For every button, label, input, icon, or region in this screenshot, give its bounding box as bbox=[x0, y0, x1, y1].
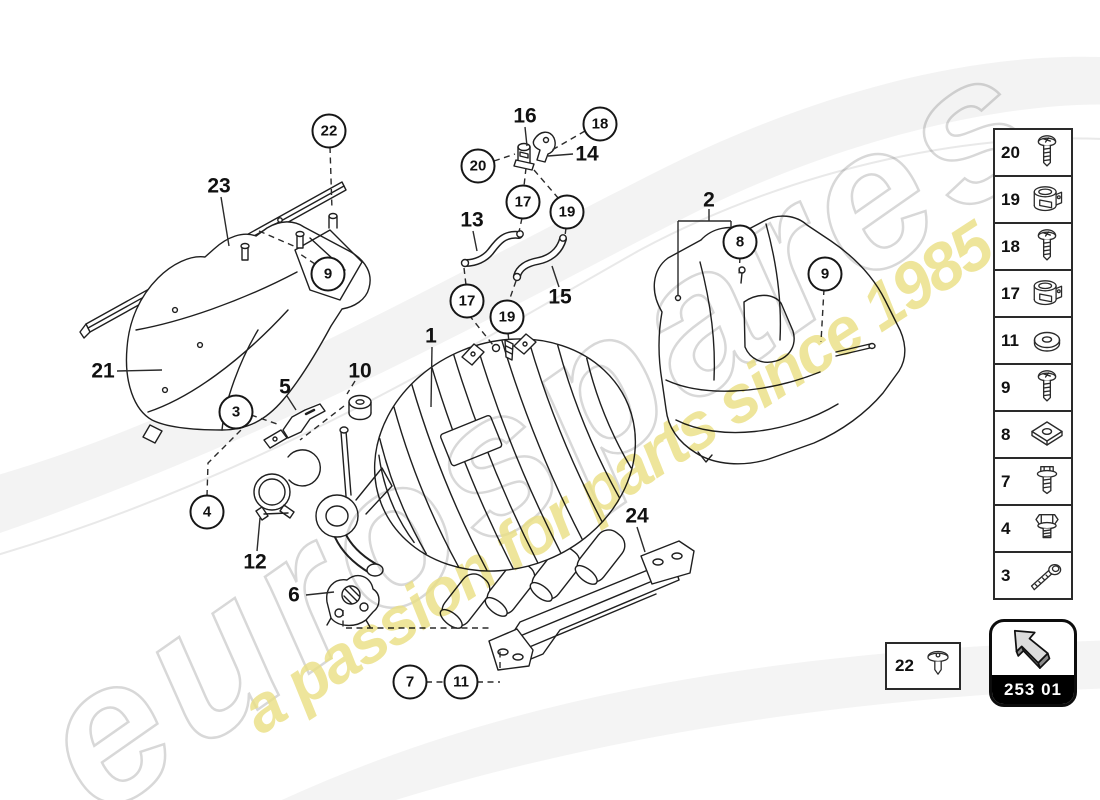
part-number: 9 bbox=[1001, 377, 1011, 397]
callout-23[interactable]: 23 bbox=[207, 174, 231, 198]
callout-11[interactable]: 11 bbox=[443, 664, 479, 700]
fastener-sidebar: 20 19 18 17 11 bbox=[993, 128, 1073, 600]
pan-head-screw-icon bbox=[1025, 132, 1069, 174]
callout-19-upper[interactable]: 19 bbox=[549, 194, 585, 230]
callout-9-left[interactable]: 9 bbox=[310, 256, 346, 292]
part-box-7[interactable]: 7 bbox=[993, 457, 1073, 506]
callout-17-lower[interactable]: 17 bbox=[449, 283, 485, 319]
callout-13[interactable]: 13 bbox=[460, 208, 484, 232]
part-number: 17 bbox=[1001, 283, 1020, 303]
dashed-lines bbox=[206, 130, 825, 683]
callout-21[interactable]: 21 bbox=[91, 359, 115, 383]
square-nut-icon bbox=[1025, 414, 1069, 456]
heat-shield-left-drawing bbox=[125, 212, 371, 444]
silencer-pipe-stubs-drawing bbox=[439, 529, 626, 629]
callout-3[interactable]: 3 bbox=[218, 394, 254, 430]
part-box-8[interactable]: 8 bbox=[993, 410, 1073, 459]
callout-12[interactable]: 12 bbox=[243, 550, 267, 574]
part-number: 20 bbox=[1001, 142, 1020, 162]
callout-8[interactable]: 8 bbox=[722, 224, 758, 260]
tube-13-drawing bbox=[460, 230, 524, 268]
callout-20[interactable]: 20 bbox=[460, 148, 496, 184]
callout-9-right[interactable]: 9 bbox=[807, 256, 843, 292]
silencer-body-drawing bbox=[315, 333, 637, 572]
part-number: 18 bbox=[1001, 236, 1020, 256]
tube-15-drawing bbox=[512, 234, 567, 282]
part-box-4[interactable]: 4 bbox=[993, 504, 1073, 553]
part-box-9[interactable]: 9 bbox=[993, 363, 1073, 412]
bushing-10-drawing bbox=[348, 394, 372, 421]
part-number: 11 bbox=[1001, 330, 1019, 350]
part-number: 3 bbox=[1001, 565, 1011, 585]
part-box-11[interactable]: 11 bbox=[993, 316, 1073, 365]
mount-6-drawing bbox=[326, 575, 380, 628]
callout-10[interactable]: 10 bbox=[348, 359, 372, 383]
diagram-code: 253 01 bbox=[992, 675, 1074, 704]
callout-5[interactable]: 5 bbox=[279, 375, 291, 399]
callout-17-upper[interactable]: 17 bbox=[505, 184, 541, 220]
heat-shield-right-drawing bbox=[653, 215, 906, 465]
hex-bolt-icon bbox=[1025, 508, 1069, 550]
bracket-5-drawing bbox=[263, 403, 326, 449]
leader-lines bbox=[116, 126, 732, 596]
long-bolt-icon bbox=[1025, 555, 1069, 597]
callout-19-lower[interactable]: 19 bbox=[489, 299, 525, 335]
part-number: 19 bbox=[1001, 189, 1020, 209]
bracket-24-drawing bbox=[488, 540, 695, 671]
part-box-20[interactable]: 20 bbox=[993, 128, 1073, 177]
inlet-pipe-drawing bbox=[333, 528, 384, 577]
washer-icon bbox=[1025, 320, 1069, 362]
pan-head-screw-icon bbox=[1025, 226, 1069, 268]
part-number: 7 bbox=[1001, 471, 1011, 491]
part-number: 8 bbox=[1001, 424, 1011, 444]
callout-16[interactable]: 16 bbox=[513, 104, 537, 128]
part-box-19[interactable]: 19 bbox=[993, 175, 1073, 224]
part-box-3[interactable]: 3 bbox=[993, 551, 1073, 600]
clamp-16-bracket-14-drawing bbox=[513, 131, 556, 171]
part-number: 22 bbox=[895, 656, 914, 675]
callout-22[interactable]: 22 bbox=[311, 113, 347, 149]
push-rivet-icon bbox=[919, 646, 957, 686]
callout-14[interactable]: 14 bbox=[575, 142, 599, 166]
callout-18[interactable]: 18 bbox=[582, 106, 618, 142]
part-box-17[interactable]: 17 bbox=[993, 269, 1073, 318]
callout-7[interactable]: 7 bbox=[392, 664, 428, 700]
flange-bolt-icon bbox=[1025, 461, 1069, 503]
callout-1[interactable]: 1 bbox=[425, 324, 437, 348]
diagram-nav-box[interactable]: 253 01 bbox=[989, 619, 1077, 707]
callout-6[interactable]: 6 bbox=[288, 583, 300, 607]
part-number: 4 bbox=[1001, 518, 1011, 538]
back-arrow-icon bbox=[992, 622, 1074, 675]
callout-4[interactable]: 4 bbox=[189, 494, 225, 530]
callout-2[interactable]: 2 bbox=[703, 188, 715, 212]
callout-15[interactable]: 15 bbox=[548, 285, 572, 309]
hose-clamp-icon bbox=[1025, 273, 1069, 315]
v-clamp-drawing bbox=[253, 449, 321, 521]
hose-clamp-icon bbox=[1025, 179, 1069, 221]
part-box-22[interactable]: 22 bbox=[885, 642, 961, 690]
callout-24[interactable]: 24 bbox=[625, 504, 649, 528]
pan-head-screw-icon bbox=[1025, 367, 1069, 409]
part-box-18[interactable]: 18 bbox=[993, 222, 1073, 271]
